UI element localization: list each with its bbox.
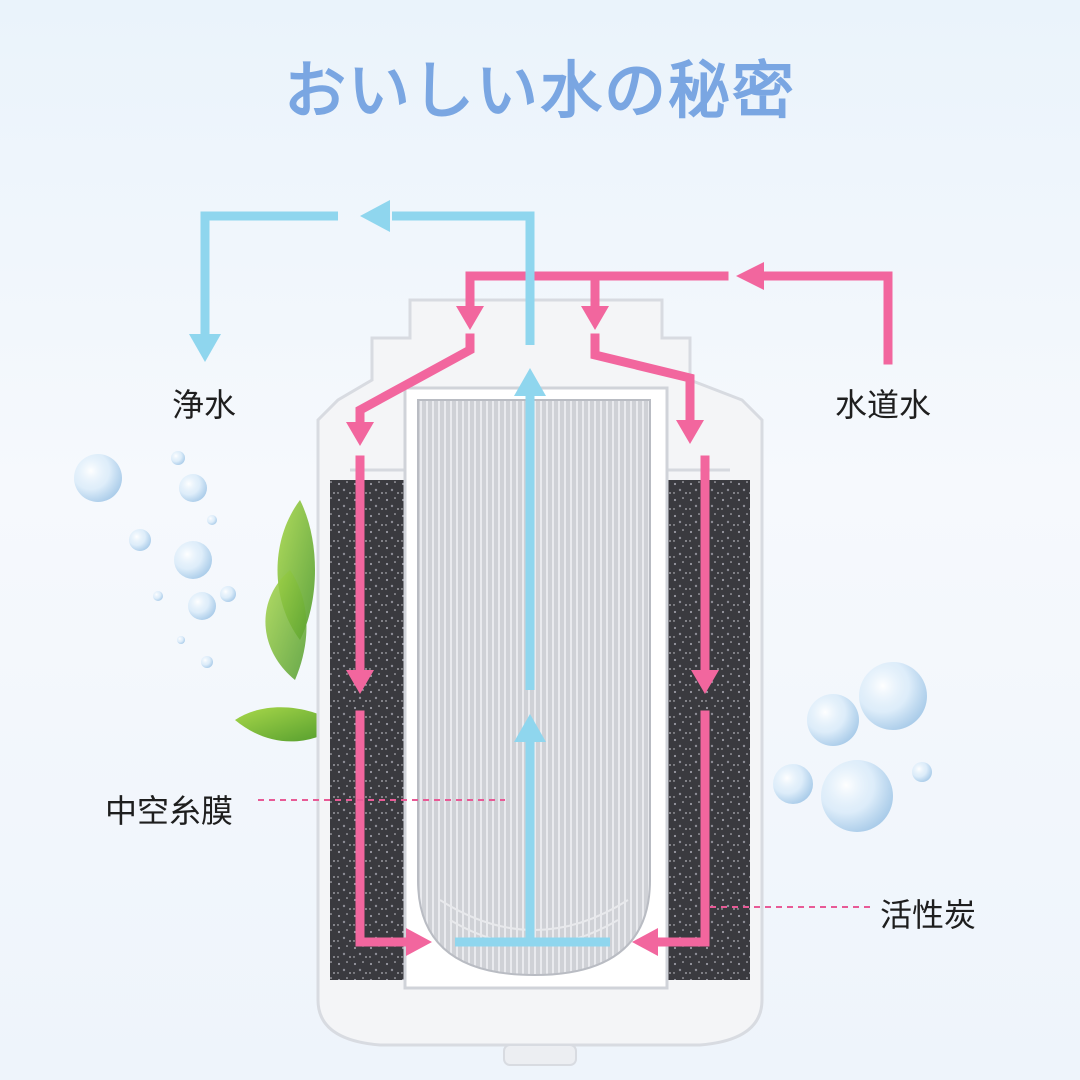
- purified-water-label: 浄水: [172, 386, 237, 424]
- activated-carbon-label: 活性炭: [880, 896, 977, 934]
- water-bubble-icon: [773, 662, 932, 832]
- tap-water-arrowheads: [346, 262, 764, 956]
- tap-water-label: 水道水: [835, 386, 932, 424]
- tap-water-flow-arrows: [355, 271, 893, 947]
- purified-water-flow-arrows: [200, 211, 610, 947]
- water-bubble-icon: [74, 451, 236, 668]
- leaf-icon: [235, 500, 340, 742]
- activated-carbon-left: [330, 480, 412, 980]
- purified-water-arrowheads: [189, 200, 546, 742]
- hollow-fiber-membrane: [403, 386, 669, 990]
- hollow-fiber-membrane-label: 中空糸膜: [105, 792, 234, 830]
- page-title: おいしい水の秘密: [283, 54, 796, 127]
